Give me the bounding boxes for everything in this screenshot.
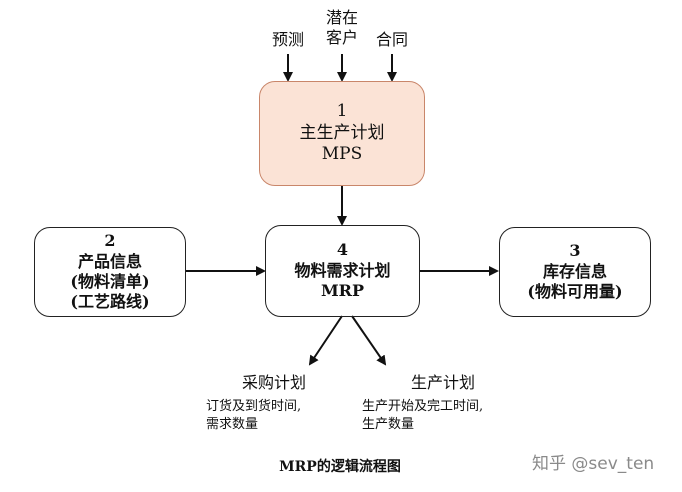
input-potential-customers: 潜在 客户 (318, 8, 366, 48)
product-info-title: 产品信息 (77, 251, 142, 271)
production-plan-detail: 生产开始及完工时间, 生产数量 (362, 398, 483, 433)
mps-title: 主生产计划 (299, 122, 385, 143)
purchase-plan-detail-line2: 需求数量 (206, 416, 259, 432)
arrow-mrp-to-production (351, 315, 387, 366)
mps-box: 1 主生产计划 MPS (259, 81, 425, 186)
input-contract: 合同 (375, 30, 408, 49)
inventory-availability: (物料可用量) (527, 282, 623, 302)
purchase-plan-title: 采购计划 (241, 373, 306, 392)
input-potential-customers-line2: 客户 (325, 28, 358, 47)
input-forecast: 预测 (271, 30, 304, 49)
inventory-title: 库存信息 (542, 261, 607, 281)
mrp-title: 物料需求计划 (294, 260, 391, 280)
purchase-plan-detail-line1: 订货及到货时间, (206, 399, 302, 414)
product-info-bom: (物料清单) (70, 272, 150, 291)
diagram-caption: MRP的逻辑流程图 (279, 459, 401, 475)
production-plan-detail-line1: 生产开始及完工时间, (362, 399, 484, 414)
arrow-mrp-to-purchase (308, 315, 343, 366)
mrp-abbr: MRP (320, 281, 365, 301)
mrp-box: 4 物料需求计划 MRP (265, 225, 420, 317)
inventory-number: 3 (569, 241, 581, 261)
product-info-number: 2 (104, 231, 116, 251)
watermark-text: 知乎 @sev_ten (532, 454, 655, 474)
mps-number: 1 (336, 100, 348, 121)
production-plan-title: 生产计划 (410, 373, 475, 392)
mrp-number: 4 (336, 240, 349, 260)
product-info-routing: (工艺路线) (70, 292, 150, 312)
input-potential-customers-line1: 潜在 (325, 8, 358, 27)
mps-abbr: MPS (321, 144, 363, 165)
purchase-plan-detail: 订货及到货时间, 需求数量 (206, 398, 301, 433)
product-info-box: 2 产品信息 (物料清单) (工艺路线) (34, 227, 186, 317)
inventory-box: 3 库存信息 (物料可用量) (499, 227, 651, 317)
production-plan-detail-line2: 生产数量 (362, 416, 415, 432)
